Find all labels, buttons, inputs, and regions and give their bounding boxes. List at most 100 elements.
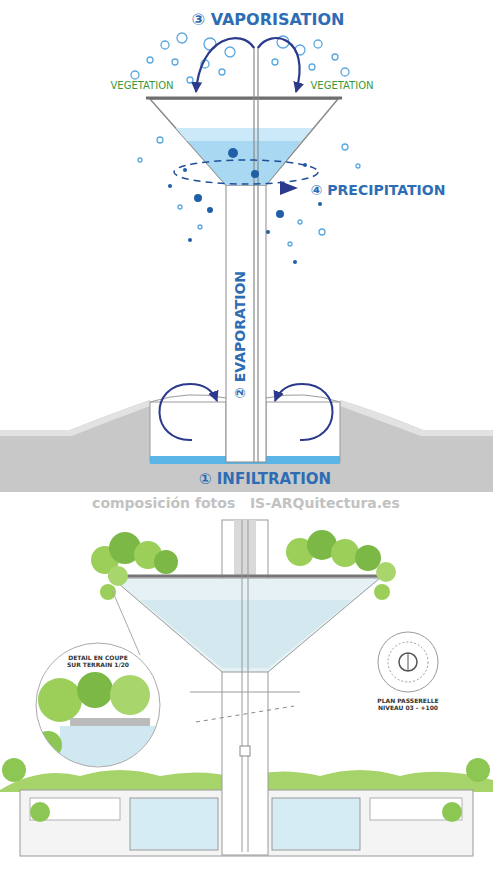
plan-callout bbox=[378, 632, 438, 692]
cycle-arrows bbox=[174, 160, 318, 184]
cycle-arrows bbox=[275, 384, 333, 440]
vapour-bubbles bbox=[298, 220, 302, 224]
drawing-title: PLAN PASSERELLE NIVEAU 03 - +100 bbox=[374, 697, 442, 713]
section-ground bbox=[30, 802, 50, 822]
planting bbox=[376, 562, 396, 582]
detail-callout bbox=[70, 718, 150, 726]
rain-drops bbox=[266, 230, 270, 234]
watermark: composición fotos IS-ARQuitectura.es bbox=[92, 495, 400, 511]
rain-drops bbox=[188, 238, 192, 242]
detail-callout bbox=[34, 590, 160, 767]
vapour-bubbles bbox=[309, 64, 315, 70]
vapour-bubbles bbox=[332, 54, 338, 60]
vapour-bubbles bbox=[356, 164, 360, 168]
rain-drops bbox=[318, 202, 322, 206]
section-tower bbox=[222, 520, 268, 855]
vapour-bubbles bbox=[177, 33, 187, 43]
vapour-bubbles bbox=[161, 41, 169, 49]
detail-callout bbox=[36, 643, 160, 767]
tower bbox=[146, 97, 342, 100]
cycle-arrows bbox=[196, 38, 254, 92]
tower bbox=[253, 46, 254, 462]
section-tower bbox=[248, 520, 249, 852]
planting bbox=[374, 584, 390, 600]
vapour-bubbles bbox=[178, 205, 182, 209]
tower bbox=[257, 46, 258, 462]
plan-callout bbox=[399, 653, 417, 671]
plan-callout bbox=[378, 632, 438, 692]
planting bbox=[108, 566, 128, 586]
tower bbox=[226, 183, 266, 462]
vapour-bubbles bbox=[219, 69, 225, 75]
planting bbox=[355, 545, 381, 571]
section-ground bbox=[2, 758, 26, 782]
detail-callout bbox=[110, 675, 150, 715]
vegetation-label: VEGETATION bbox=[110, 80, 173, 92]
vapour-bubbles bbox=[131, 71, 139, 79]
rain-drops bbox=[194, 194, 202, 202]
stage-label: ③ VAPORISATION bbox=[192, 11, 345, 29]
detail-callout bbox=[34, 731, 62, 759]
vapour-bubbles bbox=[138, 158, 142, 162]
rain-drops bbox=[251, 170, 259, 178]
vapour-bubbles bbox=[198, 225, 202, 229]
vapour-bubbles bbox=[341, 68, 349, 76]
vapour-bubbles bbox=[319, 229, 325, 235]
section-tower bbox=[242, 520, 243, 852]
section-tower bbox=[240, 746, 250, 756]
section-tower bbox=[196, 706, 294, 722]
rain-drops bbox=[276, 210, 284, 218]
cycle-arrows bbox=[258, 38, 300, 92]
rain-drops bbox=[293, 260, 297, 264]
ground bbox=[0, 400, 150, 436]
plan-callout bbox=[408, 653, 409, 671]
vapour-bubbles bbox=[157, 137, 163, 143]
cycle-arrows bbox=[280, 181, 298, 195]
cycle-arrows bbox=[159, 384, 217, 440]
tower bbox=[176, 128, 312, 141]
detail-callout bbox=[38, 678, 82, 722]
ground bbox=[340, 400, 493, 436]
vegetation-label: VEGETATION bbox=[310, 80, 373, 92]
vapour-bubbles bbox=[225, 47, 235, 57]
rain-drops bbox=[183, 168, 187, 172]
vapour-bubbles bbox=[187, 77, 193, 83]
section-tower bbox=[112, 578, 380, 672]
vapour-bubbles bbox=[314, 40, 322, 48]
section-ground bbox=[272, 798, 360, 850]
vapour-bubbles bbox=[288, 242, 292, 246]
rain-drops bbox=[168, 184, 172, 188]
section-ground bbox=[466, 758, 490, 782]
section-tower bbox=[234, 520, 256, 576]
rain-drops bbox=[168, 148, 322, 264]
detail-callout bbox=[77, 672, 113, 708]
rain-drops bbox=[207, 207, 213, 213]
tower bbox=[146, 46, 342, 462]
plan-callout bbox=[388, 642, 428, 682]
vapour-bubbles bbox=[172, 59, 178, 65]
planting bbox=[331, 539, 359, 567]
cycle-arrows bbox=[159, 38, 332, 440]
vapour-bubbles bbox=[272, 59, 278, 65]
section-tower bbox=[108, 575, 384, 578]
tower bbox=[176, 128, 312, 185]
vapour-bubbles bbox=[147, 57, 153, 63]
section-ground bbox=[130, 798, 218, 850]
vapour-bubbles bbox=[342, 144, 348, 150]
rain-drops bbox=[228, 148, 238, 158]
stage-label: ④ PRECIPITATION bbox=[311, 182, 446, 198]
planting bbox=[100, 584, 116, 600]
ground bbox=[150, 402, 226, 462]
vapour-bubbles bbox=[131, 33, 360, 246]
planting bbox=[91, 530, 396, 600]
detail-callout bbox=[34, 672, 160, 766]
stage-label: ① INFILTRATION bbox=[199, 471, 331, 488]
planting bbox=[154, 550, 178, 574]
section-tower bbox=[190, 692, 300, 693]
section-tower bbox=[140, 600, 352, 668]
drawing-title: DETAIL EN COUPE SUR TERRAIN 1/20 bbox=[64, 654, 132, 670]
ground bbox=[266, 402, 340, 462]
tower bbox=[150, 99, 338, 185]
